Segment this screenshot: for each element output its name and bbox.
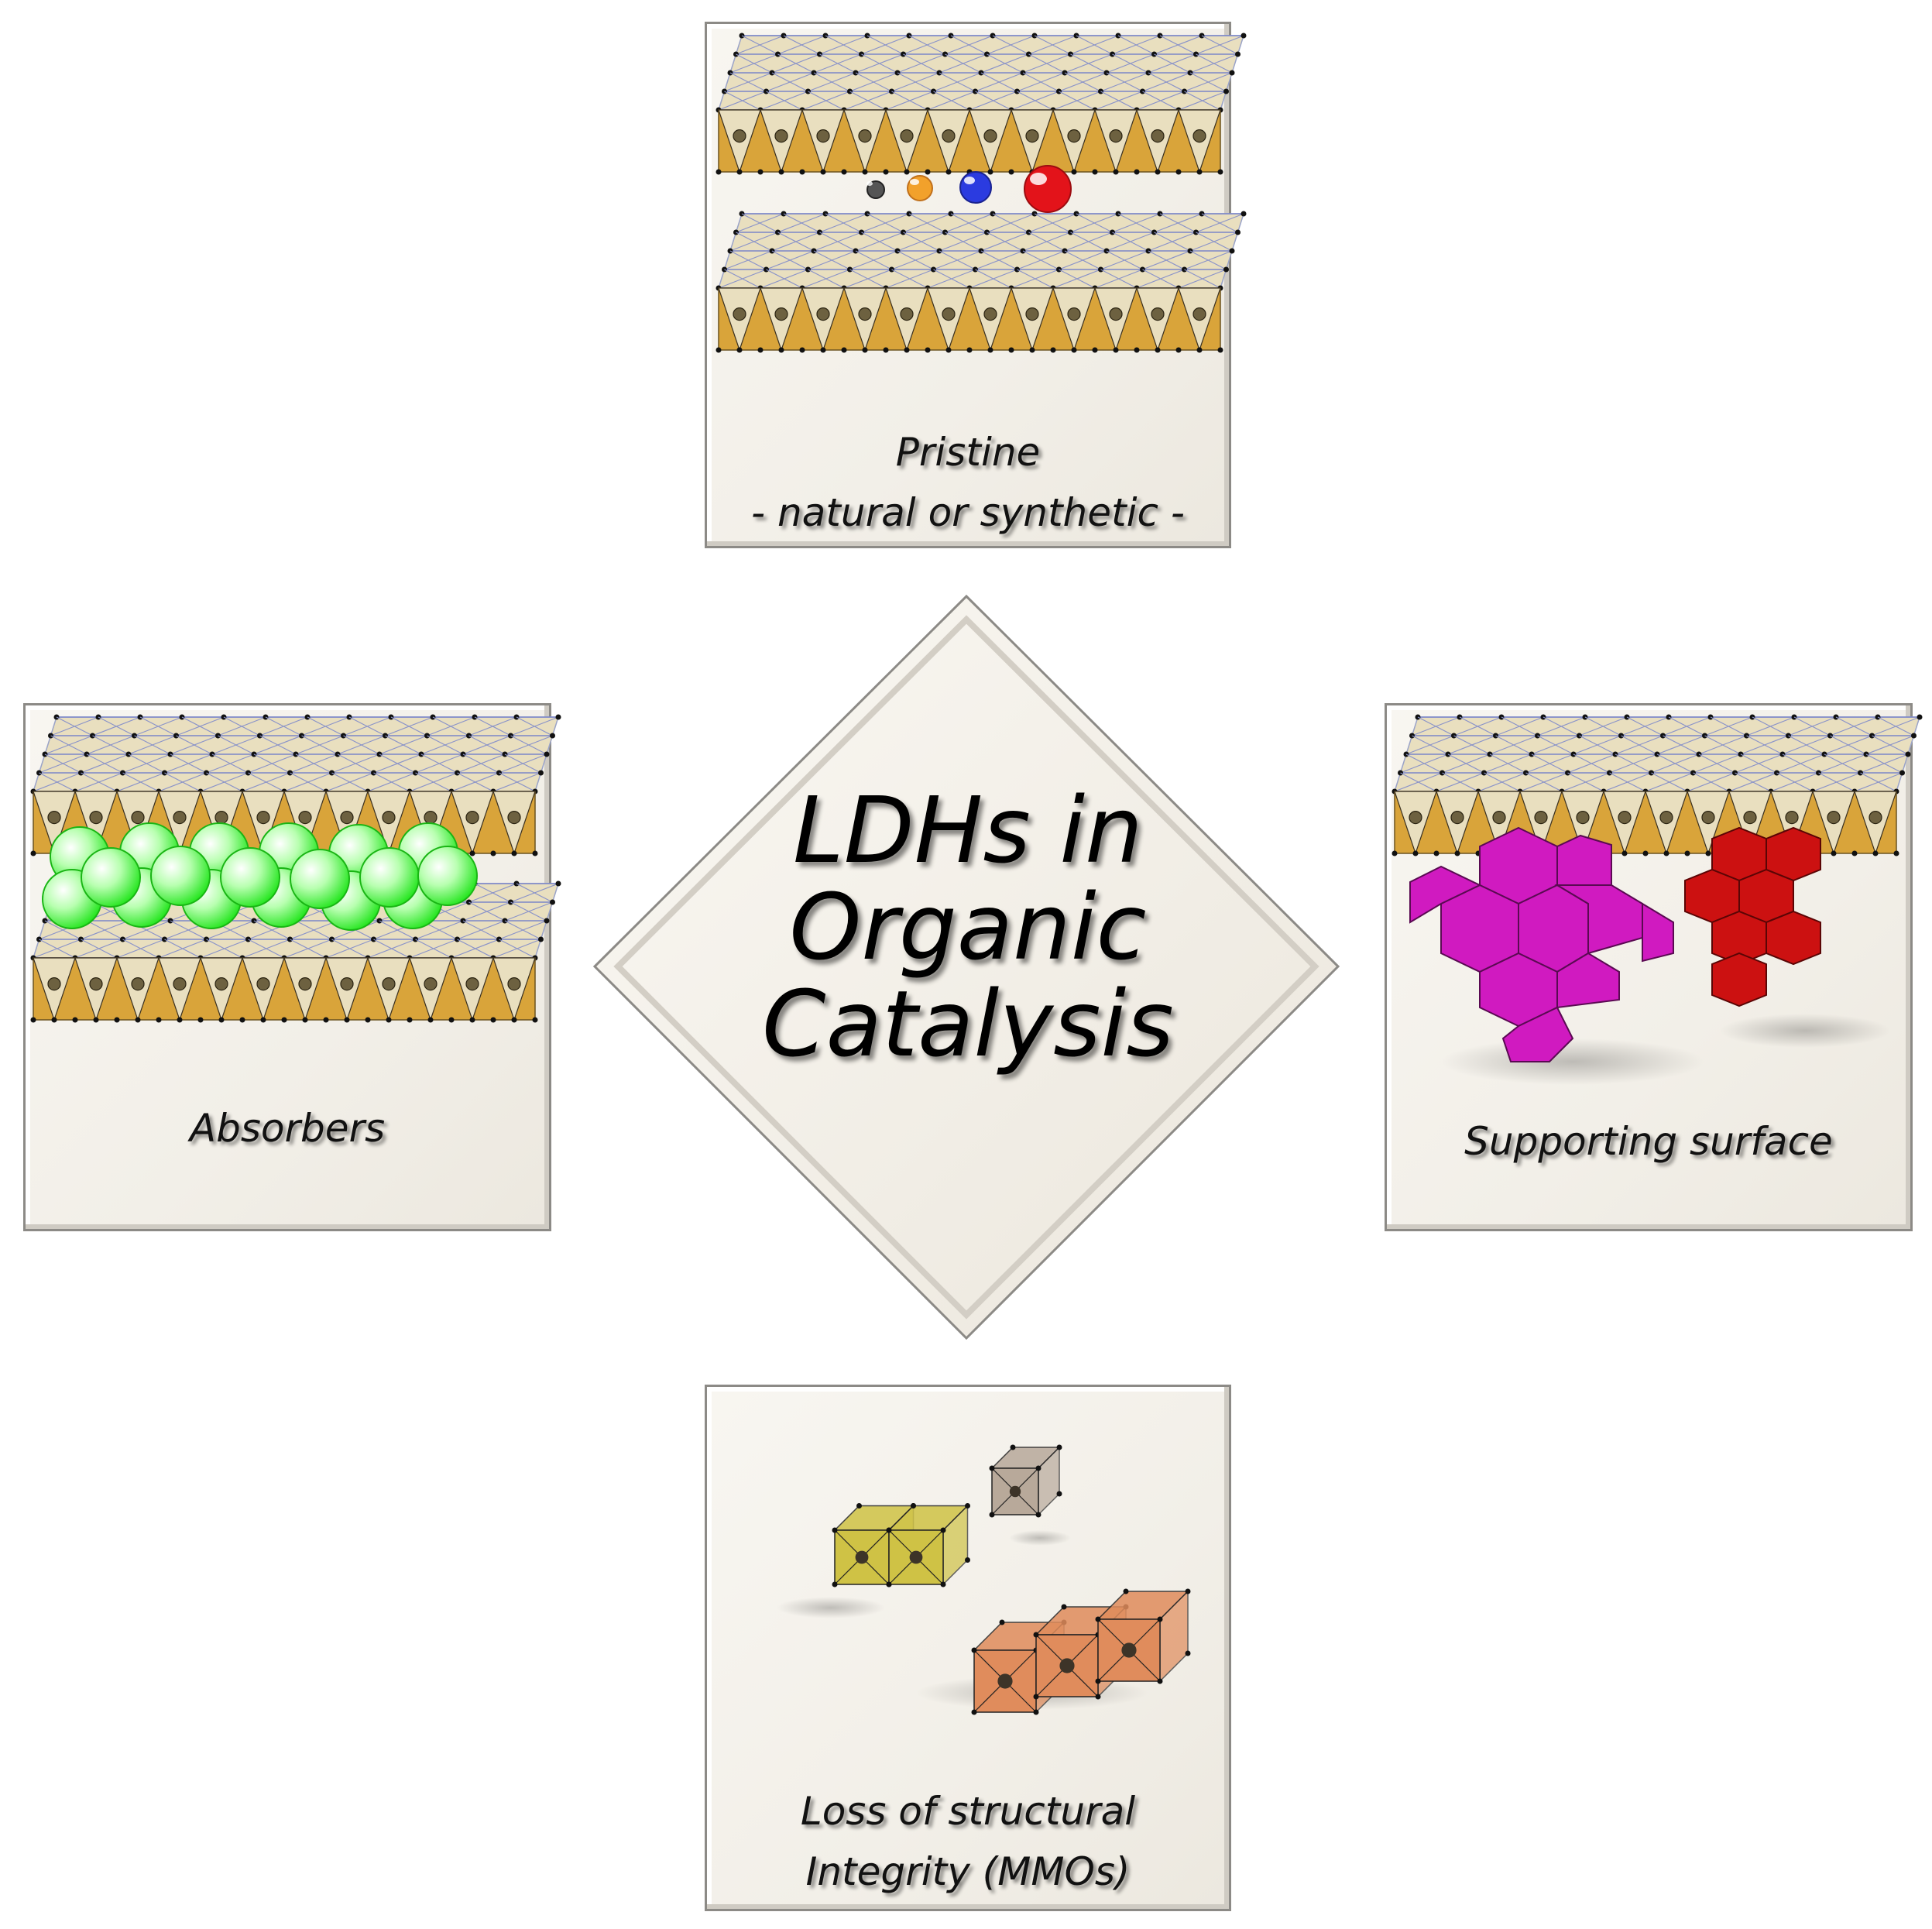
caption-mmos: Loss of structural Integrity (MMOs)	[707, 1782, 1229, 1902]
magenta-polycyclic-molecule	[1409, 826, 1674, 1062]
ion-blue	[959, 171, 992, 204]
ldh-layers-with-absorbed-spheres	[30, 714, 561, 1023]
caption-mmos-line-2: Integrity (MMOs)	[805, 1848, 1131, 1894]
ldh-layers-with-ions	[715, 33, 1247, 353]
ion-red	[1024, 165, 1072, 213]
green-guest-molecules	[42, 822, 478, 931]
yellow-octahedra-fragment	[832, 1503, 970, 1587]
ldh-layer-upper	[715, 33, 1247, 175]
green-sphere	[220, 847, 280, 908]
ldh-layer-lower	[715, 211, 1247, 353]
panel-pristine: Pristine - natural or synthetic -	[705, 22, 1247, 548]
caption-pristine-line-2: - natural or synthetic -	[751, 489, 1185, 535]
caption-supporting-surface-line-1: Supporting surface	[1464, 1119, 1833, 1164]
green-sphere	[359, 847, 420, 908]
caption-pristine-line-1: Pristine	[895, 430, 1041, 475]
center-title-line-2: Organic	[789, 874, 1147, 981]
green-sphere	[81, 847, 141, 908]
red-polycyclic-molecule	[1684, 826, 1821, 1007]
caption-absorbers-line-1: Absorbers	[189, 1106, 386, 1151]
ldh-layer-with-supported-molecules	[1392, 714, 1923, 1085]
dispersed-octahedra-fragments	[777, 1444, 1191, 1715]
caption-mmos-line-1: Loss of structural	[800, 1789, 1136, 1834]
ldh-layer	[1392, 714, 1923, 856]
green-sphere	[290, 849, 350, 909]
beige-octahedron-fragment	[989, 1444, 1062, 1518]
orange-octahedra-chain	[971, 1588, 1191, 1715]
caption-absorbers: Absorbers	[26, 1099, 549, 1159]
panel-mmos: Loss of structural Integrity (MMOs)	[705, 1385, 1231, 1911]
green-sphere	[417, 846, 478, 906]
panel-absorbers: Absorbers	[23, 703, 561, 1231]
center-title-line-3: Catalysis	[762, 970, 1174, 1078]
green-sphere	[150, 846, 211, 906]
center-title-line-1: LDHs in	[793, 777, 1143, 884]
center-title: LDHs in Organic Catalysis	[681, 777, 1254, 1078]
caption-pristine: Pristine - natural or synthetic -	[707, 423, 1229, 543]
ion-orange	[907, 175, 933, 201]
caption-supporting-surface: Supporting surface	[1387, 1112, 1910, 1172]
ion-grey	[866, 180, 885, 199]
panel-supporting-surface: Supporting surface	[1385, 703, 1923, 1231]
